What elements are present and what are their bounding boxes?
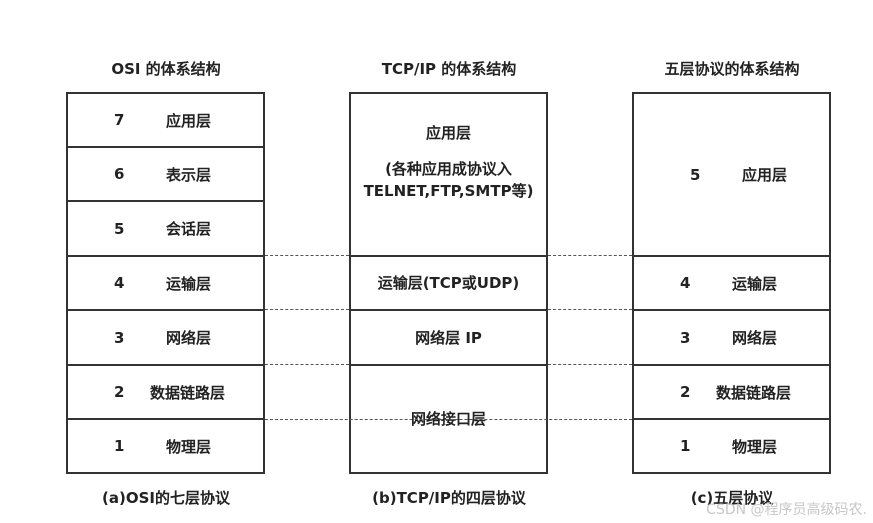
five-layer-1-name: 物理层: [732, 437, 778, 456]
five-layer-4-num: 4: [680, 274, 691, 292]
watermark: CSDN @程序员高级码农.: [706, 502, 867, 518]
osi-layer-2-name: 数据链路层: [150, 383, 226, 402]
osi-layer-3: 3 网络层: [66, 309, 265, 366]
osi-layer-7: 7 应用层: [66, 92, 265, 148]
osi-layer-4-num: 4: [114, 274, 125, 292]
dashed-line-2-right: [548, 364, 632, 365]
osi-layer-5: 5 会话层: [66, 200, 265, 257]
osi-layer-3-name: 网络层: [166, 329, 212, 347]
five-layer-4: 4 运输层: [632, 255, 831, 311]
osi-layer-1-num: 1: [114, 437, 125, 455]
osi-layer-7-name: 应用层: [166, 111, 212, 130]
five-layer-3-name: 网络层: [732, 329, 778, 347]
osi-layer-2: 2 数据链路层: [66, 364, 265, 420]
dashed-line-3-left: [265, 309, 349, 310]
tcpip-app-desc-line1: (各种应用成协议入: [385, 160, 512, 178]
five-layer-5: 5 应用层: [632, 92, 831, 257]
osi-layer-1: 1 物理层: [66, 418, 265, 474]
osi-title: OSI 的体系结构: [111, 60, 221, 78]
five-layer-caption: (c)五层协议: [690, 489, 774, 507]
five-layer-2-num: 2: [680, 383, 691, 401]
five-layer-3-num: 3: [680, 328, 691, 347]
tcpip-network-label: 网络层 IP: [415, 328, 482, 347]
five-layer-title: 五层协议的体系结构: [664, 60, 800, 78]
tcpip-application-layer: 应用层 (各种应用成协议入 TELNET,FTP,SMTP等): [349, 92, 548, 257]
osi-layer-4: 4 运输层: [66, 255, 265, 311]
tcpip-transport-layer: 运输层(TCP或UDP): [349, 255, 548, 311]
five-layer-2: 2 数据链路层: [632, 364, 831, 420]
five-layer-2-name: 数据链路层: [716, 383, 792, 402]
dashed-line-3-right: [548, 309, 632, 310]
five-layer-4-name: 运输层: [732, 274, 778, 293]
osi-caption: (a)OSI的七层协议: [102, 489, 230, 507]
osi-layer-6-name: 表示层: [166, 165, 212, 184]
five-layer-3: 3 网络层: [632, 309, 831, 366]
tcpip-transport-label: 运输层(TCP或UDP): [377, 274, 520, 292]
osi-layer-5-name: 会话层: [166, 220, 212, 238]
tcpip-title: TCP/IP 的体系结构: [381, 60, 517, 78]
osi-layer-2-num: 2: [114, 383, 125, 401]
osi-layer-6-num: 6: [114, 165, 125, 183]
five-layer-1: 1 物理层: [632, 418, 831, 474]
osi-layer-6: 6 表示层: [66, 146, 265, 202]
tcpip-network-layer: 网络层 IP: [349, 309, 548, 366]
dashed-line-4-left: [265, 255, 349, 256]
tcpip-app-label: 应用层: [425, 124, 471, 142]
dashed-line-2-left: [265, 364, 349, 365]
five-layer-5-num: 5: [690, 165, 701, 184]
osi-layer-1-name: 物理层: [166, 437, 212, 456]
five-layer-1-num: 1: [680, 437, 691, 455]
tcpip-caption: (b)TCP/IP的四层协议: [372, 489, 526, 507]
osi-layer-4-name: 运输层: [166, 274, 212, 293]
osi-layer-3-num: 3: [114, 328, 125, 347]
dashed-line-1-full: [265, 419, 632, 420]
tcpip-app-desc-line2: TELNET,FTP,SMTP等): [363, 182, 534, 200]
five-layer-5-name: 应用层: [742, 166, 788, 184]
osi-layer-7-num: 7: [114, 111, 125, 129]
osi-layer-5-num: 5: [114, 219, 125, 238]
dashed-line-4-right: [548, 255, 632, 256]
